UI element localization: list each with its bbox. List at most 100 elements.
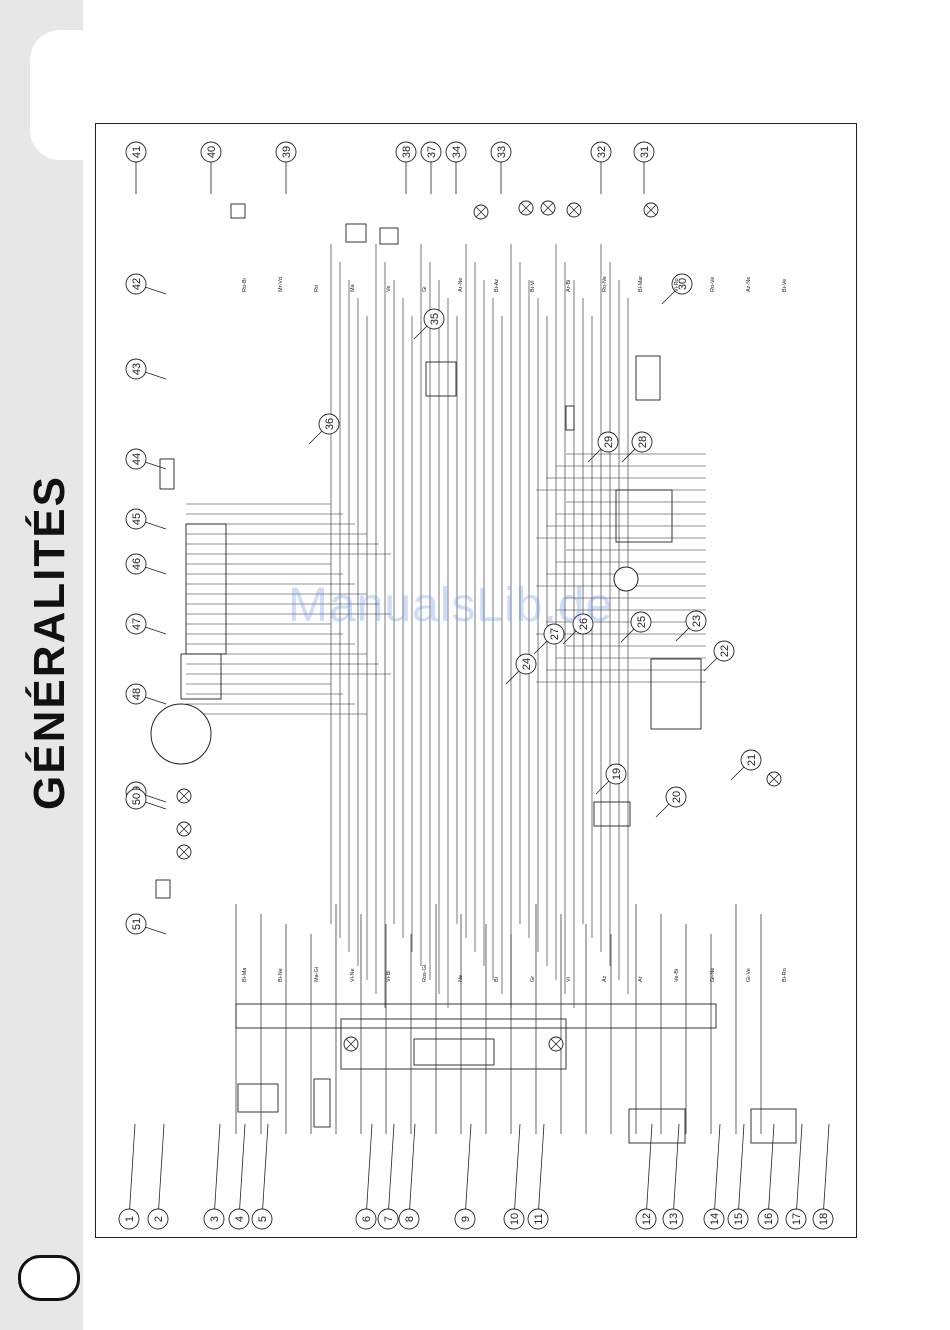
watermark: ManualsLib.de [288,579,614,632]
page-number-badge [18,1255,80,1301]
callout-label-22: 22 [719,645,731,657]
relay-37 [379,227,399,245]
wire-code-label: Gr [530,976,536,982]
wiring-diagram: 4140393837343332314243444546474849505130… [95,123,857,1238]
callout-label-13: 13 [668,1213,680,1225]
callout-label-32: 32 [596,146,608,158]
callout-label-14: 14 [709,1213,721,1225]
callout-label-43: 43 [131,363,143,375]
callout-label-16: 16 [763,1213,775,1225]
callout-29 [597,431,619,453]
relay-box-23 [615,489,673,543]
switch-40 [230,203,246,219]
wire-code-label: Ma [350,283,356,292]
wire-code-label: Ar-Ne [458,278,464,292]
callout-leader-17 [795,1123,803,1220]
callout-label-36: 36 [324,418,336,430]
callout-label-17: 17 [791,1213,803,1225]
callout-leader-3 [213,1123,221,1220]
wire-code-label: Bi-Az [494,279,500,292]
callout-label-11: 11 [533,1213,545,1224]
relay-28 [635,355,661,401]
callout-leader-16 [767,1123,775,1220]
wire-code-label: Ve [386,286,392,292]
callout-label-50: 50 [131,793,143,805]
wire-code-label: Vi-Ro [674,278,680,292]
callout-39 [275,141,297,163]
callout-15 [727,1208,749,1230]
lamp-34-cross [475,206,487,218]
callout-19 [605,763,627,785]
rectifier-20 [593,801,631,827]
callout-label-4: 4 [234,1216,246,1222]
callout-11 [527,1208,549,1230]
callout-label-6: 6 [361,1216,373,1222]
wire-code-label: Ma-Gi [314,967,320,982]
callout-16 [757,1208,779,1230]
callout-label-40: 40 [206,146,218,158]
callout-41 [125,141,147,163]
lamp-33a-cross [520,202,532,214]
wire-code-label: Gi-Ve [746,968,752,982]
callout-leader-1 [128,1123,136,1220]
lamp-50b-cross [178,846,190,858]
callout-1 [118,1208,140,1230]
callout-21 [740,749,762,771]
callout-label-3: 3 [209,1216,221,1222]
callout-47 [125,613,147,635]
callout-label-51: 51 [131,918,143,930]
callout-leader-9 [464,1123,472,1220]
callout-label-1: 1 [124,1216,136,1222]
handlebar-switch-16 [750,1108,797,1144]
lamp-32-cross [568,204,580,216]
regulator-35 [425,361,457,397]
sensor-45 [159,458,175,490]
callout-label-31: 31 [639,146,651,158]
callout-leader-15 [737,1123,745,1220]
lamp-21-cross [768,773,780,785]
wire-code-label: Ro-Ne [602,276,608,292]
callout-leader-8 [408,1123,416,1220]
callout-32 [590,141,612,163]
callout-42 [125,273,147,295]
callout-12 [635,1208,657,1230]
callout-label-39: 39 [281,146,293,158]
callout-leader-18 [822,1123,830,1220]
wire-code-label: Ve-Bi [674,969,680,982]
wire-code-label: Ros-Gi [422,965,428,982]
callout-37 [420,141,442,163]
wire-code-label: Bi-Ma [242,967,248,982]
wire-code-label: Bi-Vi [530,280,536,292]
callout-leader-13 [672,1123,680,1220]
side-band [0,0,83,1330]
lamp-33b-cross [542,202,554,214]
callout-leader-10 [513,1123,521,1220]
callout-label-41: 41 [131,146,143,158]
tab-notch [30,30,90,160]
battery-22 [650,658,702,730]
callout-label-28: 28 [637,436,649,448]
callout-8 [398,1208,420,1230]
callout-4 [228,1208,250,1230]
callout-label-12: 12 [641,1213,653,1225]
horn-51 [155,879,171,899]
wire-code-label: Gi [422,287,428,293]
callout-label-20: 20 [671,791,683,803]
callout-44 [125,448,147,470]
callout-30 [671,273,693,295]
connector-block-47 [185,523,227,655]
callout-label-33: 33 [496,146,508,158]
callout-label-18: 18 [818,1213,830,1225]
callout-label-26: 26 [578,618,590,630]
wire-code-label: Ne [458,975,464,982]
section-title: GÉNÉRALITÉS [25,475,74,810]
callout-25 [630,611,652,633]
callout-label-5: 5 [257,1216,269,1222]
lamp-49-cross [178,790,190,802]
lamp-31-cross [645,204,657,216]
callout-label-30: 30 [677,278,689,290]
wire-code-label: Bi-Ro [782,968,788,982]
switch-6 [313,1078,331,1128]
callout-20 [665,786,687,808]
callout-31 [633,141,655,163]
